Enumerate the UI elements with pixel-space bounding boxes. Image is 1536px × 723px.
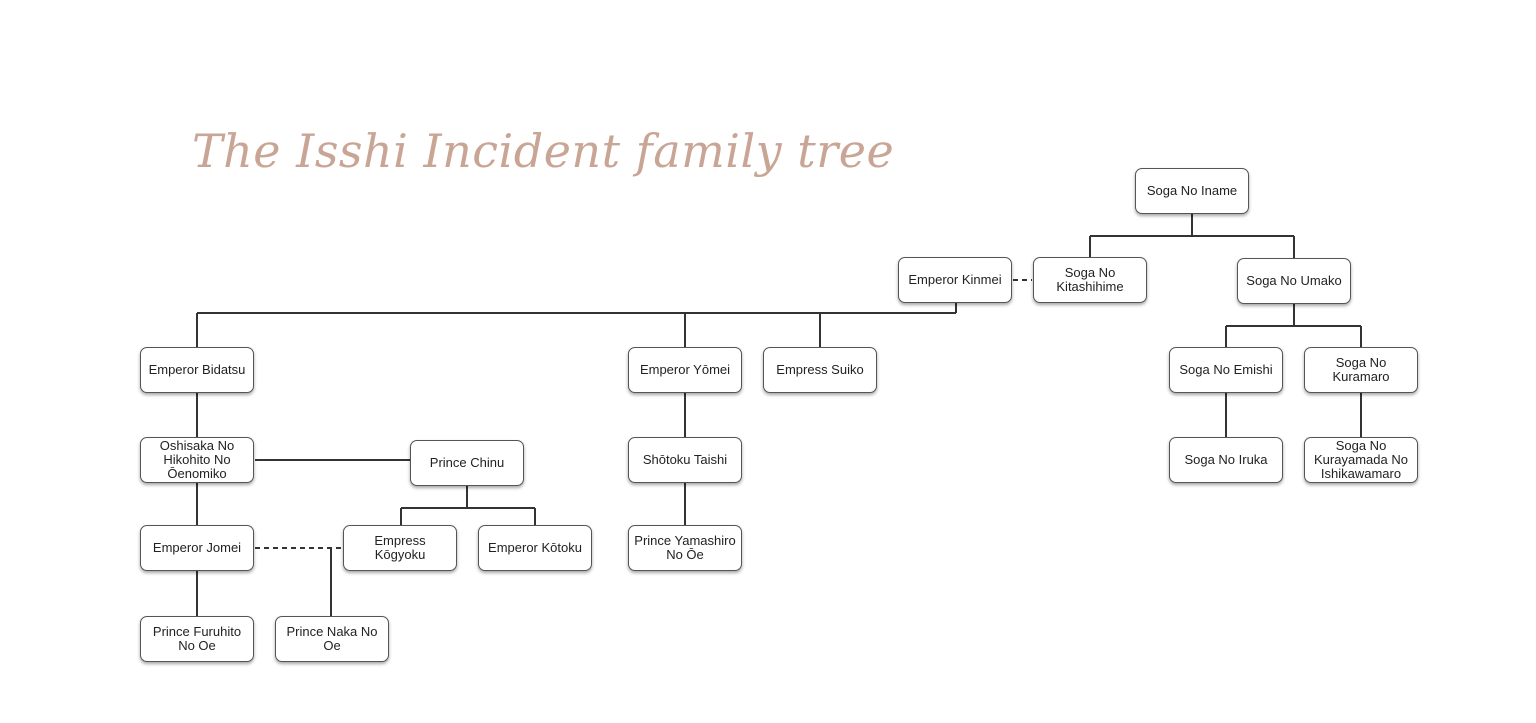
node-soga-no-iruka: Soga No Iruka bbox=[1169, 437, 1283, 483]
connector-line bbox=[1225, 393, 1362, 437]
connector-line bbox=[400, 486, 536, 525]
node-emperor-yomei: Emperor Yōmei bbox=[628, 347, 742, 393]
node-soga-no-emishi: Soga No Emishi bbox=[1169, 347, 1283, 393]
node-prince-yamashiro: Prince Yamashiro No Ōe bbox=[628, 525, 742, 571]
node-emperor-kotoku: Emperor Kōtoku bbox=[478, 525, 592, 571]
node-empress-kogyoku: Empress Kōgyoku bbox=[343, 525, 457, 571]
node-soga-no-kuramaro: Soga No Kuramaro bbox=[1304, 347, 1418, 393]
node-soga-no-kitashihime: Soga No Kitashihime bbox=[1033, 257, 1147, 303]
node-prince-chinu: Prince Chinu bbox=[410, 440, 524, 486]
connector-line bbox=[196, 303, 957, 347]
node-emperor-kinmei: Emperor Kinmei bbox=[898, 257, 1012, 303]
node-emperor-bidatsu: Emperor Bidatsu bbox=[140, 347, 254, 393]
node-empress-suiko: Empress Suiko bbox=[763, 347, 877, 393]
node-oshisaka: Oshisaka No Hikohito No Ōenomiko bbox=[140, 437, 254, 483]
node-soga-no-umako: Soga No Umako bbox=[1237, 258, 1351, 304]
page-title: The Isshi Incident family tree bbox=[192, 124, 895, 178]
node-soga-no-iname: Soga No Iname bbox=[1135, 168, 1249, 214]
node-emperor-jomei: Emperor Jomei bbox=[140, 525, 254, 571]
node-soga-no-kurayamada: Soga No Kurayamada No Ishikawamaro bbox=[1304, 437, 1418, 483]
connector-line bbox=[1225, 304, 1362, 347]
node-shotoku-taishi: Shōtoku Taishi bbox=[628, 437, 742, 483]
connector-line bbox=[1089, 214, 1295, 258]
node-prince-naka: Prince Naka No Oe bbox=[275, 616, 389, 662]
node-prince-furuhito: Prince Furuhito No Oe bbox=[140, 616, 254, 662]
